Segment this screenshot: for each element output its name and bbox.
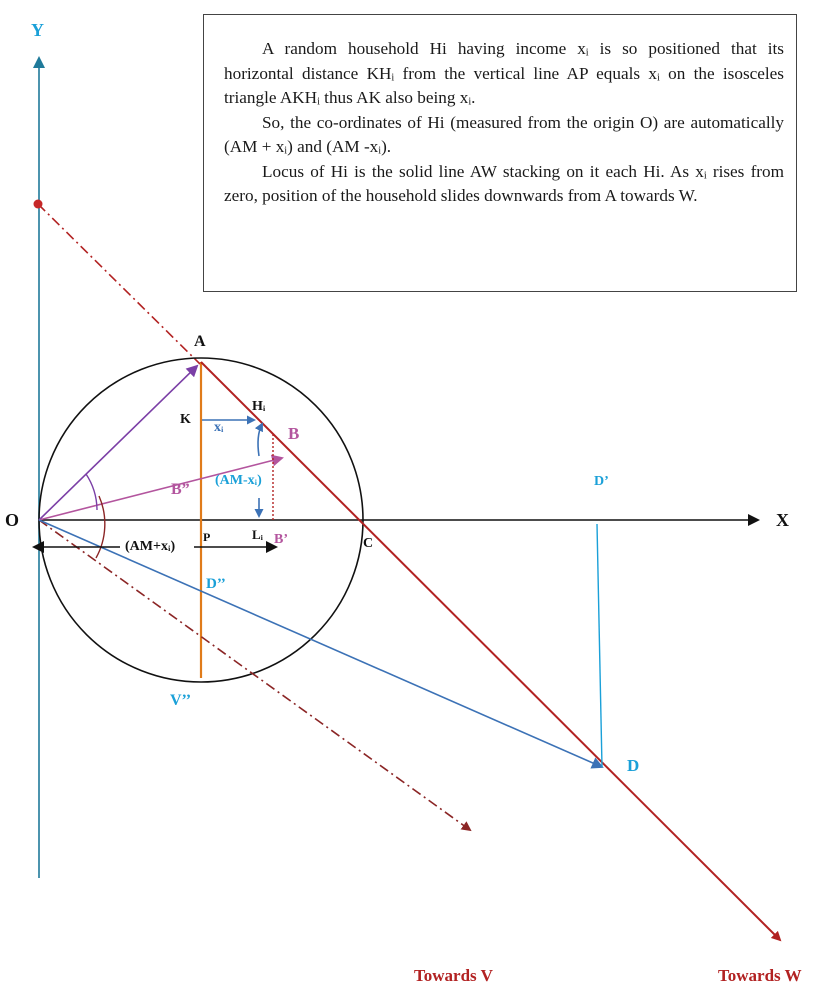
locus-line-AW xyxy=(200,361,782,942)
label-B: B xyxy=(288,424,300,443)
label-A: A xyxy=(194,333,206,350)
blue-arrow-OD xyxy=(38,519,604,769)
label-am-minus-xi: (AM-xᵢ) xyxy=(215,473,262,488)
label-L: Lᵢ xyxy=(252,527,263,542)
label-am-plus-xi: (AM+xᵢ) xyxy=(125,539,176,554)
curved-arrow-to-H xyxy=(254,422,263,457)
cyan-line-DD1 xyxy=(596,523,603,768)
label-C: C xyxy=(363,536,374,551)
purple-arrow-OA xyxy=(38,364,199,521)
label-K: K xyxy=(180,412,191,427)
label-D-double-prime: D’’ xyxy=(206,576,226,592)
label-B-double-prime: B” xyxy=(171,481,190,498)
note-paragraph-3: Locus of Hi is the solid line AW stackin… xyxy=(224,161,784,206)
label-towards-w: Towards W xyxy=(718,966,802,985)
explanation-note-box: A random household Hi having income xᵢ i… xyxy=(203,14,797,292)
note-paragraph-1: A random household Hi having income xᵢ i… xyxy=(224,39,784,107)
red-dashdot-line xyxy=(37,203,201,365)
label-D-prime: D’ xyxy=(594,474,609,489)
dark-red-angle-arc xyxy=(95,495,106,559)
x-axis-label: X xyxy=(776,510,789,530)
label-B-prime: B’ xyxy=(274,532,288,547)
pink-arrow-OB xyxy=(38,454,284,521)
label-xi: xᵢ xyxy=(214,420,224,435)
dashdot-line-towards-V xyxy=(38,519,472,832)
label-H: Hᵢ xyxy=(252,399,266,414)
label-P: P xyxy=(203,530,211,544)
purple-angle-arc xyxy=(85,473,98,511)
note-paragraph-2: So, the co-ordinates of Hi (measured fro… xyxy=(224,112,784,157)
origin-label: O xyxy=(5,510,20,530)
red-point-on-y-axis xyxy=(33,199,43,209)
label-V-double-prime: V’’ xyxy=(170,692,192,709)
y-axis-label: Y xyxy=(31,20,44,40)
label-D: D xyxy=(627,756,640,775)
label-towards-v: Towards V xyxy=(414,966,493,985)
